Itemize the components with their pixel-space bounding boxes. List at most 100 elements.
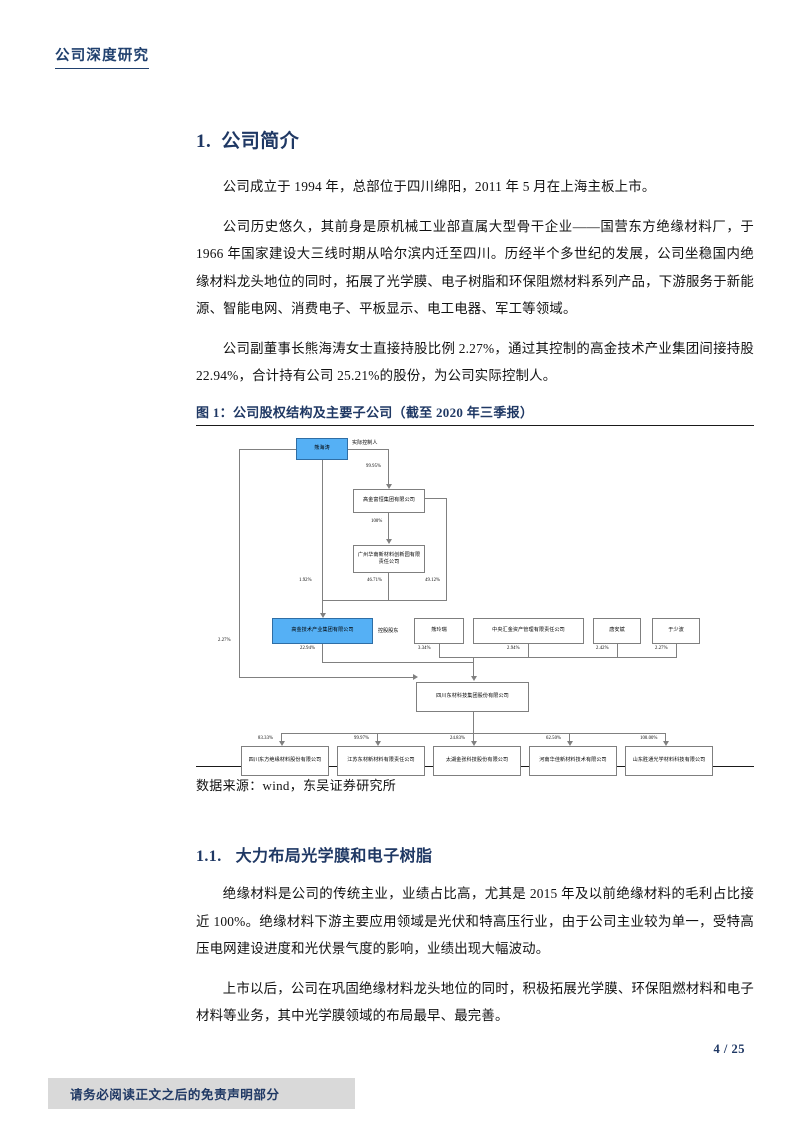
org-node-label: 高金富恒集团有限公司: [363, 497, 415, 504]
footer-disclaimer-text: 请务必阅读正文之后的免责声明部分: [70, 1088, 280, 1102]
edge: [322, 644, 323, 663]
page-title: 1. 公司简介: [196, 126, 754, 153]
section-number: 1.: [196, 131, 212, 152]
note-controlling-shareholder: 控股股东: [378, 628, 399, 635]
edge: [665, 733, 666, 744]
percent-label: 46.71%: [367, 578, 383, 584]
percent-label: 99.95%: [366, 464, 382, 470]
edge: [473, 712, 474, 734]
paragraph: 公司历史悠久，其前身是原机械工业部直属大型骨干企业——国营东方绝缘材料厂，于 1…: [196, 219, 754, 316]
arrow-icon: [566, 741, 573, 747]
percent-label: 2.27%: [655, 646, 668, 652]
org-node-tang-anbin: 唐安斌: [593, 618, 641, 645]
org-node-central-huijin: 中央汇金资产管理有限责任公司: [473, 618, 584, 645]
org-node-guangzhou-huanan: 广州华南新材料创新园有限责任公司: [353, 545, 425, 574]
edge: [239, 677, 415, 679]
edge: [388, 449, 389, 487]
edge: [322, 460, 323, 616]
org-node-label: 河南华佳新材料技术有限公司: [539, 757, 607, 764]
edge: [281, 733, 282, 744]
arrow-icon: [278, 741, 285, 747]
footer-disclaimer-bar: 请务必阅读正文之后的免责声明部分: [48, 1078, 355, 1109]
percent-label: 83.33%: [258, 736, 274, 742]
edge: [473, 657, 474, 679]
org-node-subsidiary: 四川东方绝缘材料股份有限公司: [241, 746, 329, 777]
org-node-yu-shaobo: 于少波: [652, 618, 700, 645]
percent-label: 2.27%: [218, 638, 231, 644]
edge: [322, 662, 474, 664]
subsection-title-text: 大力布局光学膜和电子树脂: [235, 848, 433, 866]
percent-label: 2.94%: [507, 646, 520, 652]
arrow-icon: [662, 741, 669, 747]
arrow-icon: [413, 674, 418, 681]
paragraph: 绝缘材料是公司的传统主业，业绩占比高，尤其是 2015 年及以前绝缘材料的毛利占…: [196, 886, 754, 956]
edge: [617, 644, 618, 658]
org-node-label: 高金技术产业集团有限公司: [291, 627, 354, 634]
org-node-subsidiary: 太湖金张科技股份有限公司: [433, 746, 521, 777]
section-title-text: 公司简介: [221, 131, 300, 152]
org-node-label: 唐安斌: [609, 627, 625, 634]
org-node-label: 于少波: [668, 627, 684, 634]
percent-label: 100%: [371, 519, 383, 525]
org-node-label: 山东胜通光学材料科技有限公司: [632, 757, 706, 764]
edge: [439, 657, 677, 659]
main-content: 1. 公司简介 公司成立于 1994 年，总部位于四川绵阳，2011 年 5 月在…: [196, 126, 754, 1042]
arrow-icon: [319, 613, 326, 619]
org-node-label: 四川东方绝缘材料股份有限公司: [248, 757, 322, 764]
figure-org-chart: 图 1：公司股权结构及主要子公司（截至 2020 年三季报） 熊海涛 实际控制人…: [196, 402, 754, 794]
edge: [473, 733, 474, 744]
org-node-label: 四川东材科技集团股份有限公司: [436, 693, 509, 700]
org-node-label: 江苏东材新材料有限责任公司: [347, 757, 415, 764]
org-node-label: 广州华南新材料创新园有限责任公司: [357, 551, 421, 566]
percent-label: 22.94%: [300, 646, 316, 652]
edge: [569, 733, 570, 744]
edge: [239, 449, 240, 679]
org-node-xiong-lingrui: 熊玲瑞: [414, 618, 464, 645]
org-node-subsidiary: 河南华佳新材料技术有限公司: [529, 746, 617, 777]
org-node-label: 太湖金张科技股份有限公司: [445, 757, 509, 764]
percent-label: 24.83%: [450, 736, 466, 742]
org-node-label: 熊海涛: [314, 445, 330, 452]
org-node-label: 熊玲瑞: [431, 627, 447, 634]
percent-label: 49.12%: [425, 578, 441, 584]
header-report-type: 公司深度研究: [55, 44, 150, 69]
percent-label: 99.97%: [354, 736, 370, 742]
percent-label: 1.92%: [299, 578, 312, 584]
edge: [425, 498, 447, 500]
edge: [377, 733, 378, 744]
figure-caption: 图 1：公司股权结构及主要子公司（截至 2020 年三季报）: [196, 405, 534, 421]
edge: [348, 449, 389, 451]
arrow-icon: [470, 741, 477, 747]
org-chart-canvas: 熊海涛 实际控制人 99.95% 高金富恒集团有限公司 100% 广州华南新材料…: [196, 426, 754, 777]
figure-source: 数据来源：wind，东吴证券研究所: [196, 778, 397, 794]
arrow-icon: [374, 741, 381, 747]
edge: [676, 644, 677, 658]
paragraph: 公司成立于 1994 年，总部位于四川绵阳，2011 年 5 月在上海主板上市。: [222, 179, 656, 194]
page-number: 4 / 25: [713, 1042, 745, 1056]
edge: [439, 644, 440, 658]
edge: [528, 644, 529, 658]
percent-label: 62.50%: [546, 736, 562, 742]
edge: [322, 600, 447, 602]
percent-label: 100.00%: [640, 736, 658, 742]
org-node-subsidiary: 山东胜通光学材料科技有限公司: [625, 746, 713, 777]
subsection-title: 1.1. 大力布局光学膜和电子树脂: [196, 842, 754, 866]
org-node-subsidiary: 江苏东材新材料有限责任公司: [337, 746, 425, 777]
note-actual-controller: 实际控制人: [352, 440, 378, 447]
org-node-label: 中央汇金资产管理有限责任公司: [492, 627, 565, 634]
subsection-number: 1.1.: [196, 848, 222, 866]
paragraph: 上市以后，公司在巩固绝缘材料龙头地位的同时，积极拓展光学膜、环保阻燃材料和电子材…: [196, 981, 754, 1024]
edge: [388, 573, 389, 601]
edge: [239, 449, 296, 451]
org-node-gaojin-tech: 高金技术产业集团有限公司: [272, 618, 373, 645]
paragraph: 公司副董事长熊海涛女士直接持股比例 2.27%，通过其控制的高金技术产业集团间接…: [196, 341, 754, 384]
figure-top-rule: [196, 425, 754, 427]
org-node-xiong-haitao: 熊海涛: [296, 438, 348, 461]
page-header: 公司深度研究: [55, 44, 738, 69]
percent-label: 2.42%: [596, 646, 609, 652]
percent-label: 3.34%: [418, 646, 431, 652]
org-node-dongcai: 四川东材科技集团股份有限公司: [416, 682, 529, 713]
edge: [388, 513, 389, 542]
org-node-gaojin-fuheng: 高金富恒集团有限公司: [353, 489, 425, 514]
arrow-icon: [470, 676, 477, 682]
